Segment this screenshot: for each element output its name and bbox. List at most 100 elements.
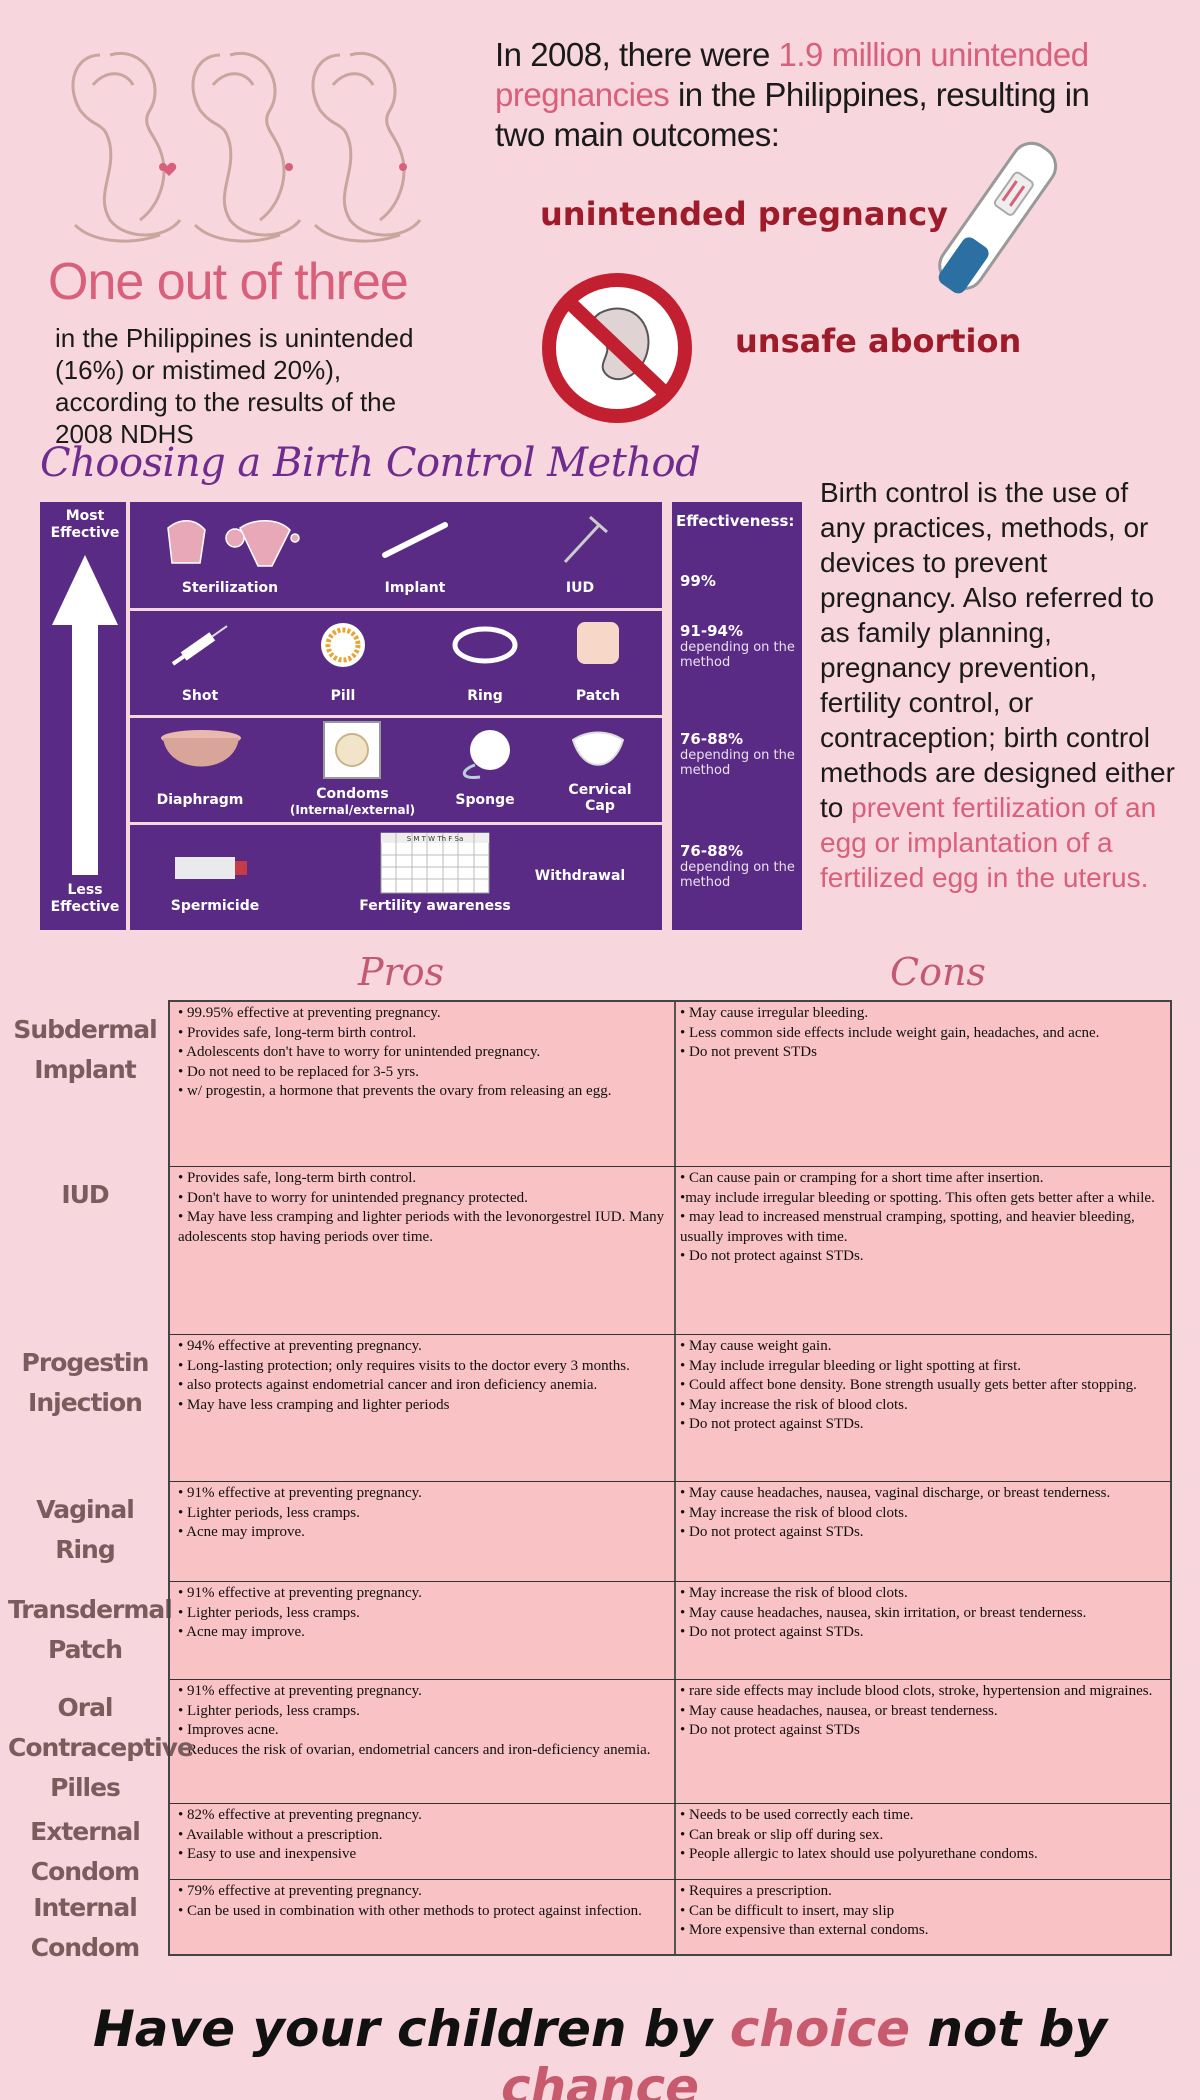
pros-item: • Lighter periods, less cramps.: [178, 1504, 360, 1521]
pros-item: • 99.95% effective at preventing pregnan…: [178, 1005, 441, 1021]
cons-cell: • May increase the risk of blood clots. •…: [680, 1584, 1168, 1643]
pros-cell: • 91% effective at preventing pregnancy.…: [178, 1584, 668, 1643]
cons-item: • Do not protect against STDs.: [680, 1624, 864, 1640]
intro-pre: In 2008, there were: [495, 36, 779, 73]
implant-icon: [382, 522, 448, 558]
method-condoms-label: Condoms: [316, 786, 389, 802]
effectiveness-row-2: 91-94% depending on the method: [680, 622, 800, 670]
pros-item: • Acne may improve.: [178, 1524, 305, 1540]
pros-cell: • 91% effective at preventing pregnancy.…: [178, 1484, 668, 1543]
cons-cell: • May cause irregular bleeding.• Less co…: [680, 1004, 1168, 1063]
method-cervical-cap: Cervical Cap: [568, 782, 632, 814]
pros-item: • Available without a prescription.: [178, 1826, 383, 1843]
table-frame: [168, 1000, 1172, 1956]
column-divider: [674, 1167, 676, 1334]
method-implant: Implant: [384, 580, 446, 596]
pros-item: • Provides safe, long-term birth control…: [178, 1170, 417, 1186]
pros-item: • 94% effective at preventing pregnancy.: [178, 1338, 422, 1354]
effectiveness-note: depending on the method: [680, 640, 795, 670]
calendar-icon: S M T W Th F Sa: [380, 832, 490, 894]
cons-item: • May increase the risk of blood clots.: [680, 1504, 908, 1521]
pros-item: • Adolescents don't have to worry for un…: [178, 1044, 541, 1060]
cons-item: • May cause headaches, nausea, vaginal d…: [680, 1485, 1111, 1501]
method-diaphragm: Diaphragm: [156, 792, 244, 808]
pros-cell: • 94% effective at preventing pregnancy.…: [178, 1337, 668, 1415]
method-shot: Shot: [181, 688, 219, 704]
pregnancy-test-icon: [938, 141, 1058, 294]
cons-item: • Do not prevent STDs: [680, 1044, 817, 1060]
ring-icon: [452, 626, 518, 664]
cons-item: • Do not protect against STDs: [680, 1722, 860, 1738]
cons-item: • May increase the risk of blood clots.: [680, 1585, 908, 1601]
birth-control-definition-text: Birth control is the use of any practice…: [820, 477, 1175, 823]
cons-item: • may lead to increased menstrual crampi…: [680, 1209, 1135, 1245]
slogan-chance: chance: [500, 2058, 700, 2100]
pros-item: • 79% effective at preventing pregnancy.: [178, 1883, 422, 1899]
effectiveness-note: depending on the method: [680, 860, 795, 890]
row-divider: [130, 715, 662, 718]
column-divider: [674, 1880, 676, 1955]
pros-item: • Lighter periods, less cramps.: [178, 1702, 360, 1719]
pros-item: • 91% effective at preventing pregnancy.: [178, 1485, 422, 1501]
cervical-cap-icon: [571, 731, 625, 766]
pros-header: Pros: [358, 950, 445, 994]
effectiveness-value: 76-88%: [680, 730, 744, 748]
pill-pack-icon: [321, 623, 365, 667]
effectiveness-note: depending on the method: [680, 748, 795, 778]
pros-item: • 91% effective at preventing pregnancy.: [178, 1683, 422, 1699]
method-condoms-sublabel: (Internal/external): [289, 803, 416, 817]
method-row-label: Internal Condom: [30, 1893, 140, 1962]
pros-item: • Don't have to worry for unintended pre…: [178, 1189, 528, 1206]
table-row: • 91% effective at preventing pregnancy.…: [170, 1680, 1170, 1804]
cons-item: • May include irregular bleeding or ligh…: [680, 1357, 1022, 1374]
effectiveness-header: Effectiveness:: [676, 512, 795, 530]
outcome-unsafe-abortion: unsafe abortion: [735, 322, 1022, 360]
outcome-unintended-pregnancy: unintended pregnancy: [540, 195, 949, 233]
cons-item: • Needs to be used correctly each time.: [680, 1807, 914, 1823]
column-divider: [674, 1002, 676, 1166]
cons-item: • rare side effects may include blood cl…: [680, 1683, 1153, 1699]
pros-item: • Do not need to be replaced for 3-5 yrs…: [178, 1063, 420, 1080]
slogan: Have your children by choice not by chan…: [0, 2000, 1200, 2100]
effectiveness-value: 76-88%: [680, 842, 744, 860]
shot-icon: [171, 625, 228, 666]
diaphragm-icon: [161, 730, 241, 767]
method-ring: Ring: [467, 688, 503, 704]
method-patch: Patch: [575, 688, 621, 704]
row-divider: [130, 822, 662, 825]
most-effective-label: Most Effective: [50, 508, 120, 541]
iud-icon: [563, 515, 608, 564]
cons-cell: • Requires a prescription.• Can be diffi…: [680, 1882, 1168, 1941]
cons-item: • Can break or slip off during sex.: [680, 1826, 884, 1843]
pros-item: • Can be used in combination with other …: [178, 1902, 642, 1919]
pros-item: • Reduces the risk of ovarian, endometri…: [178, 1741, 651, 1758]
table-row: • 79% effective at preventing pregnancy.…: [170, 1880, 1170, 1956]
effectiveness-row-1: 99%: [680, 572, 800, 590]
cons-item: • Can be difficult to insert, may slip: [680, 1902, 895, 1919]
less-effective-label: Less Effective: [50, 882, 120, 915]
cons-cell: • rare side effects may include blood cl…: [680, 1682, 1168, 1741]
method-row-label: Vaginal Ring: [36, 1495, 135, 1564]
cons-item: • May cause headaches, nausea, skin irri…: [680, 1604, 1087, 1621]
cons-item: •may include irregular bleeding or spott…: [680, 1189, 1155, 1206]
table-row: • 91% effective at preventing pregnancy.…: [170, 1482, 1170, 1582]
table-row: • Provides safe, long-term birth control…: [170, 1167, 1170, 1335]
birth-control-definition: Birth control is the use of any practice…: [820, 475, 1180, 895]
pros-item: • also protects against endometrial canc…: [178, 1377, 598, 1393]
arrow-up-icon: [52, 555, 118, 875]
cons-item: • Do not protect against STDs.: [680, 1416, 864, 1432]
pregnant-women-illustration: [71, 51, 422, 243]
method-row-label: External Condom: [30, 1817, 141, 1886]
pros-item: • Acne may improve.: [178, 1624, 305, 1640]
method-iud: IUD: [565, 580, 595, 596]
row-divider: [130, 608, 662, 611]
pros-item: • Provides safe, long-term birth control…: [178, 1024, 417, 1041]
cons-cell: • Needs to be used correctly each time. •…: [680, 1806, 1168, 1865]
intro-highlight: 1.9 million unintended pregnancies: [495, 36, 1089, 113]
sponge-icon: [462, 730, 510, 780]
cons-cell: • May cause weight gain.• May include ir…: [680, 1337, 1168, 1435]
column-divider: [674, 1582, 676, 1679]
table-row: • 99.95% effective at preventing pregnan…: [170, 1002, 1170, 1167]
cons-item: • May increase the risk of blood clots.: [680, 1396, 908, 1413]
pros-item: • Improves acne.: [178, 1722, 279, 1738]
